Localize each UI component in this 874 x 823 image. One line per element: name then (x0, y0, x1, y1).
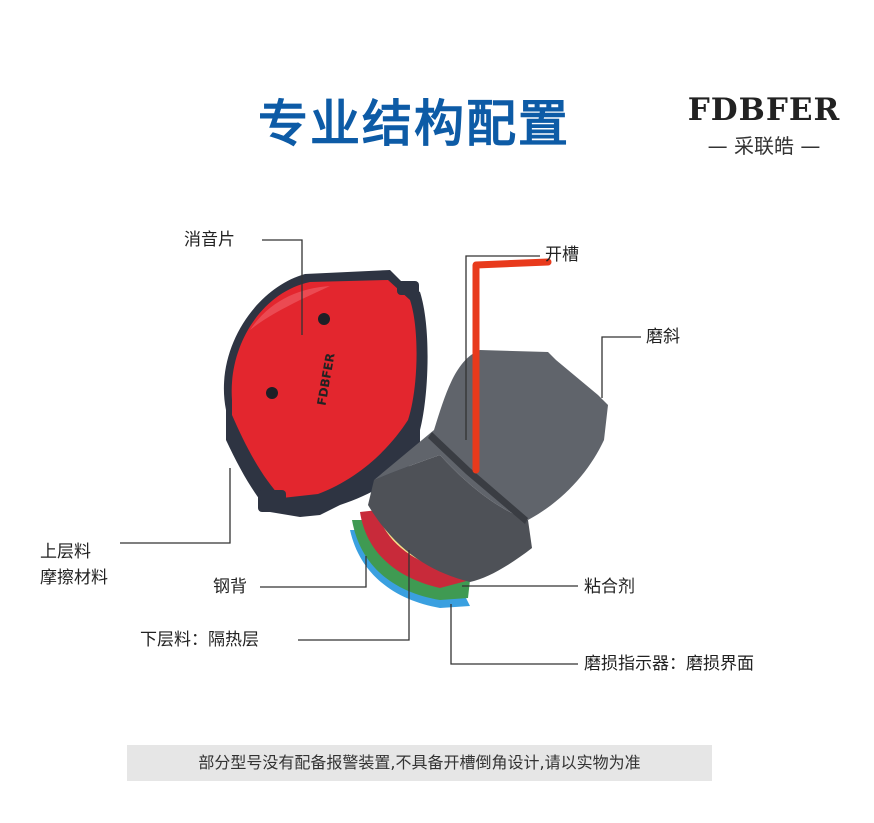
noise-shim-shape (231, 280, 417, 498)
page-title: 专业结构配置 (258, 95, 570, 153)
brand-name: FDBFER (687, 92, 841, 128)
leader-slot (465, 255, 540, 440)
label-wear-indicator: 磨损指示器：磨损界面 (584, 654, 754, 674)
leader-noise-shim (262, 239, 303, 335)
brand-subtitle: — 采联皓 — (707, 134, 821, 158)
brand-logo: FDBFER — 采联皓 — (684, 92, 844, 159)
label-chamfer: 磨斜 (646, 327, 680, 347)
clip-upper-shape (397, 281, 419, 295)
label-steel-back: 钢背 (213, 577, 247, 597)
leader-chamfer (601, 336, 641, 398)
leader-wear-indicator (450, 604, 578, 665)
slot-groove-shape (428, 432, 528, 524)
slot-marker-line (472, 258, 552, 474)
label-adhesive: 粘合剂 (584, 577, 635, 597)
footer-note: 部分型号没有配备报警装置,不具备开槽倒角设计,请以实物为准 (127, 745, 712, 781)
rivet-upper-shape (318, 313, 330, 325)
rivet-lower-shape (266, 387, 278, 399)
clip-lower-shape (258, 490, 286, 512)
label-noise-shim: 消音片 (184, 230, 235, 250)
leader-steel-back (260, 556, 367, 588)
friction-top-shape (374, 350, 608, 520)
label-lower-layer: 下层料：隔热层 (140, 630, 259, 650)
leader-lower-layer (298, 550, 410, 641)
label-upper-layer: 上层料 (40, 542, 91, 562)
label-slot: 开槽 (545, 245, 579, 265)
label-friction-material: 摩擦材料 (40, 568, 108, 588)
leader-upper-layer (120, 468, 231, 544)
